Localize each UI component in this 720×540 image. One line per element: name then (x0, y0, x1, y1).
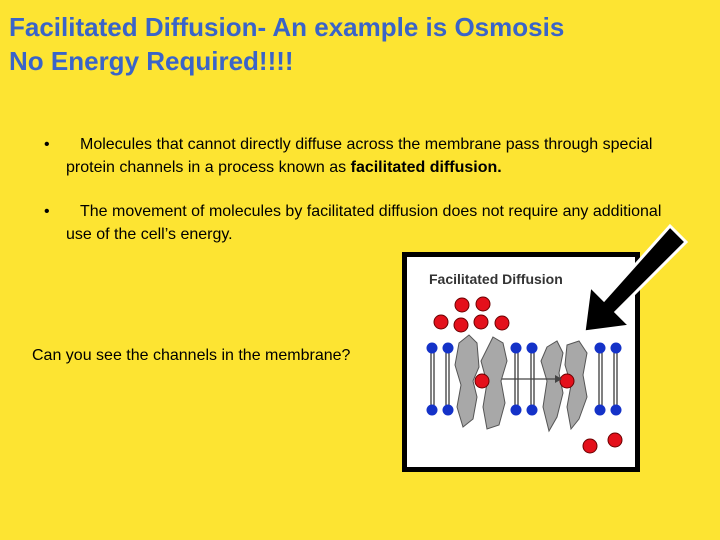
lipid-head (610, 342, 622, 354)
movement-arrow (502, 375, 562, 383)
lipid-head (594, 342, 606, 354)
molecules-inside (582, 432, 623, 454)
facilitated-diffusion-figure: Facilitated Diffusion (402, 252, 640, 472)
bullet-item: • The movement of molecules by facilitate… (36, 200, 676, 246)
bullet-item: • Molecules that cannot directly diffuse … (36, 133, 676, 179)
molecule (494, 315, 510, 331)
molecule (607, 432, 623, 448)
bullet-list: • Molecules that cannot directly diffuse … (36, 133, 676, 267)
lipid-head (442, 342, 454, 354)
molecule (433, 314, 449, 330)
molecule (453, 317, 469, 333)
pointer-arrow-icon (582, 223, 689, 334)
molecule (582, 438, 598, 454)
molecules-outside (433, 296, 510, 333)
lipid-head (426, 342, 438, 354)
bullet-bold-text: facilitated diffusion. (350, 159, 502, 176)
title-line-1: Facilitated Diffusion- An example is Osm… (9, 12, 565, 42)
molecule (473, 314, 489, 330)
bullet-text: Molecules that cannot directly diffuse a… (66, 136, 653, 176)
membrane-diagram (426, 296, 623, 454)
protein-channel-left (454, 334, 508, 430)
molecule (475, 296, 491, 312)
question-text: Can you see the channels in the membrane… (32, 347, 351, 364)
molecule (454, 297, 470, 313)
lipid-head (610, 404, 622, 416)
lipid-head (426, 404, 438, 416)
bullet-marker: • (44, 136, 50, 153)
title-line-2: No Energy Required!!!! (9, 46, 294, 76)
lipid-head (526, 404, 538, 416)
bullet-text: The movement of molecules by facilitated… (66, 203, 662, 243)
lipid-head (526, 342, 538, 354)
protein-channel-right (540, 340, 588, 433)
lipid-head (594, 404, 606, 416)
figure-title: Facilitated Diffusion (429, 271, 563, 287)
lipid-head (442, 404, 454, 416)
bullet-marker: • (44, 203, 50, 220)
molecule-in-channel (474, 373, 490, 389)
lipid-head (510, 404, 522, 416)
slide-title: Facilitated Diffusion- An example is Osm… (9, 10, 564, 78)
lipid-heads (426, 342, 622, 416)
molecule-in-channel (559, 373, 575, 389)
lipid-bilayer (430, 348, 618, 407)
lipid-head (510, 342, 522, 354)
